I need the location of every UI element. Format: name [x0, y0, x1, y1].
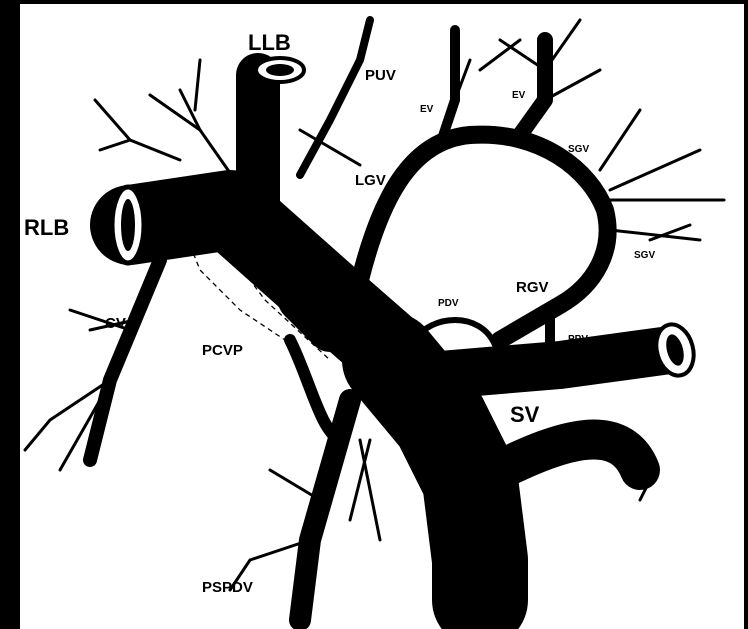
label-rgv: RGV [516, 279, 549, 296]
cv-vessel [90, 260, 160, 460]
label-lgv: LGV [355, 172, 386, 189]
label-pv: PV [410, 402, 440, 427]
label-llb: LLB [248, 30, 291, 55]
label-pspdv: PSPDV [202, 579, 253, 596]
pcvp-vessel [290, 340, 340, 440]
label-sgv-top: SGV [568, 144, 589, 155]
label-cv: CV [105, 315, 126, 332]
label-ev-left: EV [420, 104, 434, 115]
label-sgv-right: SGV [634, 250, 655, 261]
portal-venous-diagram: LLB PUV EV EV SGV SGV RLB LGV RGV PDV PP… [20, 4, 744, 629]
vessels [90, 20, 699, 620]
label-rlb: RLB [24, 215, 69, 240]
smv-vessel [500, 440, 640, 470]
label-pdv: PDV [438, 298, 459, 309]
label-smv: SMV [468, 530, 516, 555]
ev-vessel [440, 30, 455, 145]
label-sv: SV [510, 402, 540, 427]
label-pcvp: PCVP [202, 342, 243, 359]
label-puv: PUV [365, 67, 396, 84]
label-ev-right: EV [512, 90, 526, 101]
diagram-canvas: LLB PUV EV EV SGV SGV RLB LGV RGV PDV PP… [20, 4, 744, 629]
label-ppv: PPV [568, 334, 588, 345]
